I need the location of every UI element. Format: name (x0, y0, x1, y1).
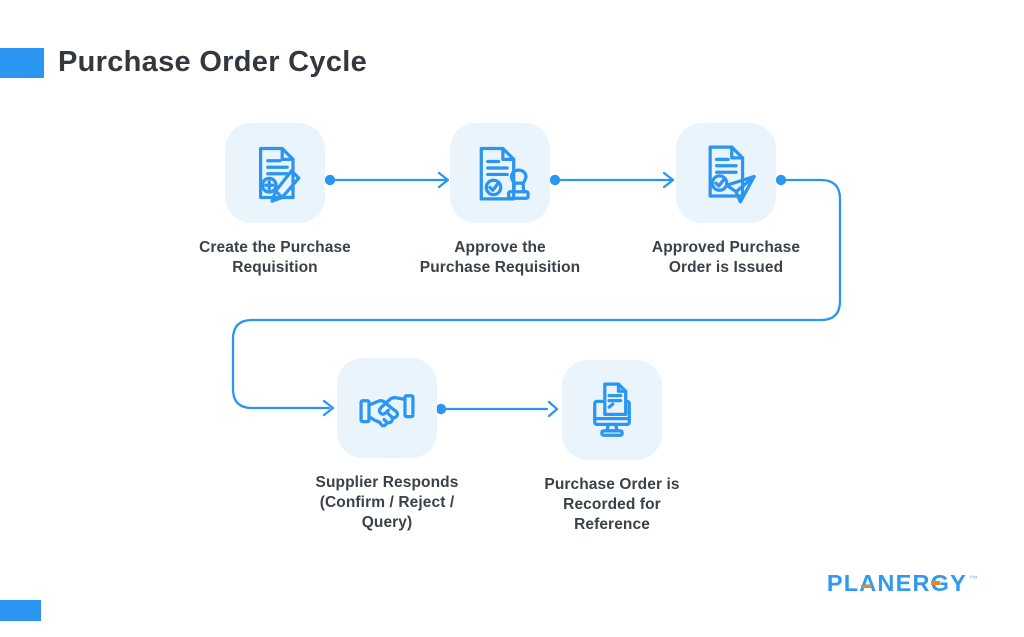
step-supplier-responds: Supplier Responds (Confirm / Reject / Qu… (287, 358, 487, 533)
document-add-pencil-icon (258, 146, 301, 203)
connector-step3-step4 (231, 174, 842, 417)
title-accent-bar (0, 48, 44, 78)
document-approved-stamp-icon (479, 146, 530, 201)
step-label-line: Purchase Requisition (419, 259, 581, 276)
step-label: Approve the Purchase Requisition (400, 238, 600, 278)
step-label-line: Create the Purchase (199, 239, 351, 256)
handshake-icon (359, 394, 415, 428)
step-label-line: Order is Issued (668, 259, 784, 276)
step-approve-requisition: Approve the Purchase Requisition (400, 123, 600, 278)
planergy-logo-text: PLANERGY (826, 570, 967, 596)
connector-dot (775, 174, 787, 186)
step-label-line: Recorded for (563, 496, 661, 513)
arrowhead-icon (437, 171, 450, 189)
step-label: Supplier Responds (Confirm / Reject / Qu… (287, 473, 487, 533)
step-label-line: Supplier Responds (315, 474, 459, 491)
arrowhead-icon (322, 399, 335, 417)
arrowhead-icon (662, 171, 675, 189)
step-label: Create the Purchase Requisition (175, 238, 375, 278)
step-label-line: Approve the (454, 239, 546, 256)
step-label-line: Query) (361, 514, 413, 531)
document-send-plane-icon (708, 145, 756, 204)
footer-accent-bar (0, 600, 41, 621)
logo-orange-accent-a (860, 584, 872, 588)
step-label-line: Reference (574, 516, 650, 533)
connector-step1-step2 (324, 171, 450, 189)
connector-dot (324, 174, 336, 186)
step-icon-tile (450, 123, 550, 223)
step-icon-tile (562, 360, 662, 460)
page-title: Purchase Order Cycle (58, 46, 368, 78)
step-label-line: Approved Purchase (651, 239, 801, 256)
step-create-requisition: Create the Purchase Requisition (175, 123, 375, 278)
step-label: Approved Purchase Order is Issued (626, 238, 826, 278)
step-order-issued: Approved Purchase Order is Issued (626, 123, 826, 278)
step-label: Purchase Order is Recorded for Reference (512, 475, 712, 535)
step-order-recorded: Purchase Order is Recorded for Reference (512, 360, 712, 535)
connector-step4-step5 (435, 400, 559, 418)
connector-dot (435, 403, 447, 415)
trademark-symbol: ™ (969, 574, 978, 585)
step-icon-tile (676, 123, 776, 223)
step-icon-tile (337, 358, 437, 458)
monitor-document-icon (593, 382, 631, 437)
connector-step2-step3 (549, 171, 675, 189)
step-label-line: Requisition (232, 259, 318, 276)
step-label-line: Purchase Order is (544, 476, 680, 493)
step-label-line: (Confirm / Reject / (319, 494, 455, 511)
arrowhead-icon (547, 400, 559, 418)
connector-dot (549, 174, 561, 186)
step-icon-tile (225, 123, 325, 223)
logo-orange-accent-g (930, 581, 940, 585)
